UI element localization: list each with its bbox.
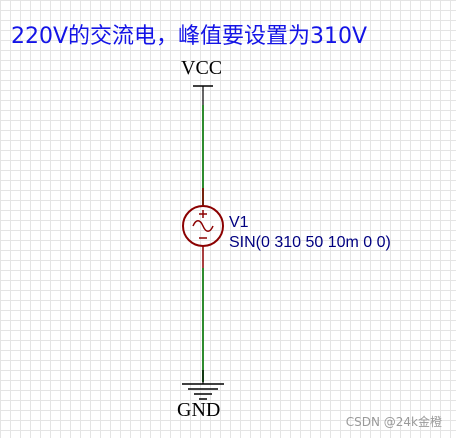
vcc-net-label[interactable]: VCC (181, 57, 223, 79)
annotation-text[interactable]: 220V的交流电，峰值要设置为310V (11, 24, 368, 49)
vcc-power-symbol[interactable] (193, 85, 213, 105)
gnd-net-label[interactable]: GND (177, 399, 221, 421)
sine-voltage-source-icon[interactable] (182, 205, 224, 247)
ground-symbol[interactable] (182, 370, 224, 400)
source-value-label[interactable]: SIN(0 310 50 10m 0 0) (229, 234, 391, 251)
watermark-text: CSDN @24k金橙 (345, 415, 442, 429)
source-reference-label[interactable]: V1 (229, 214, 249, 231)
